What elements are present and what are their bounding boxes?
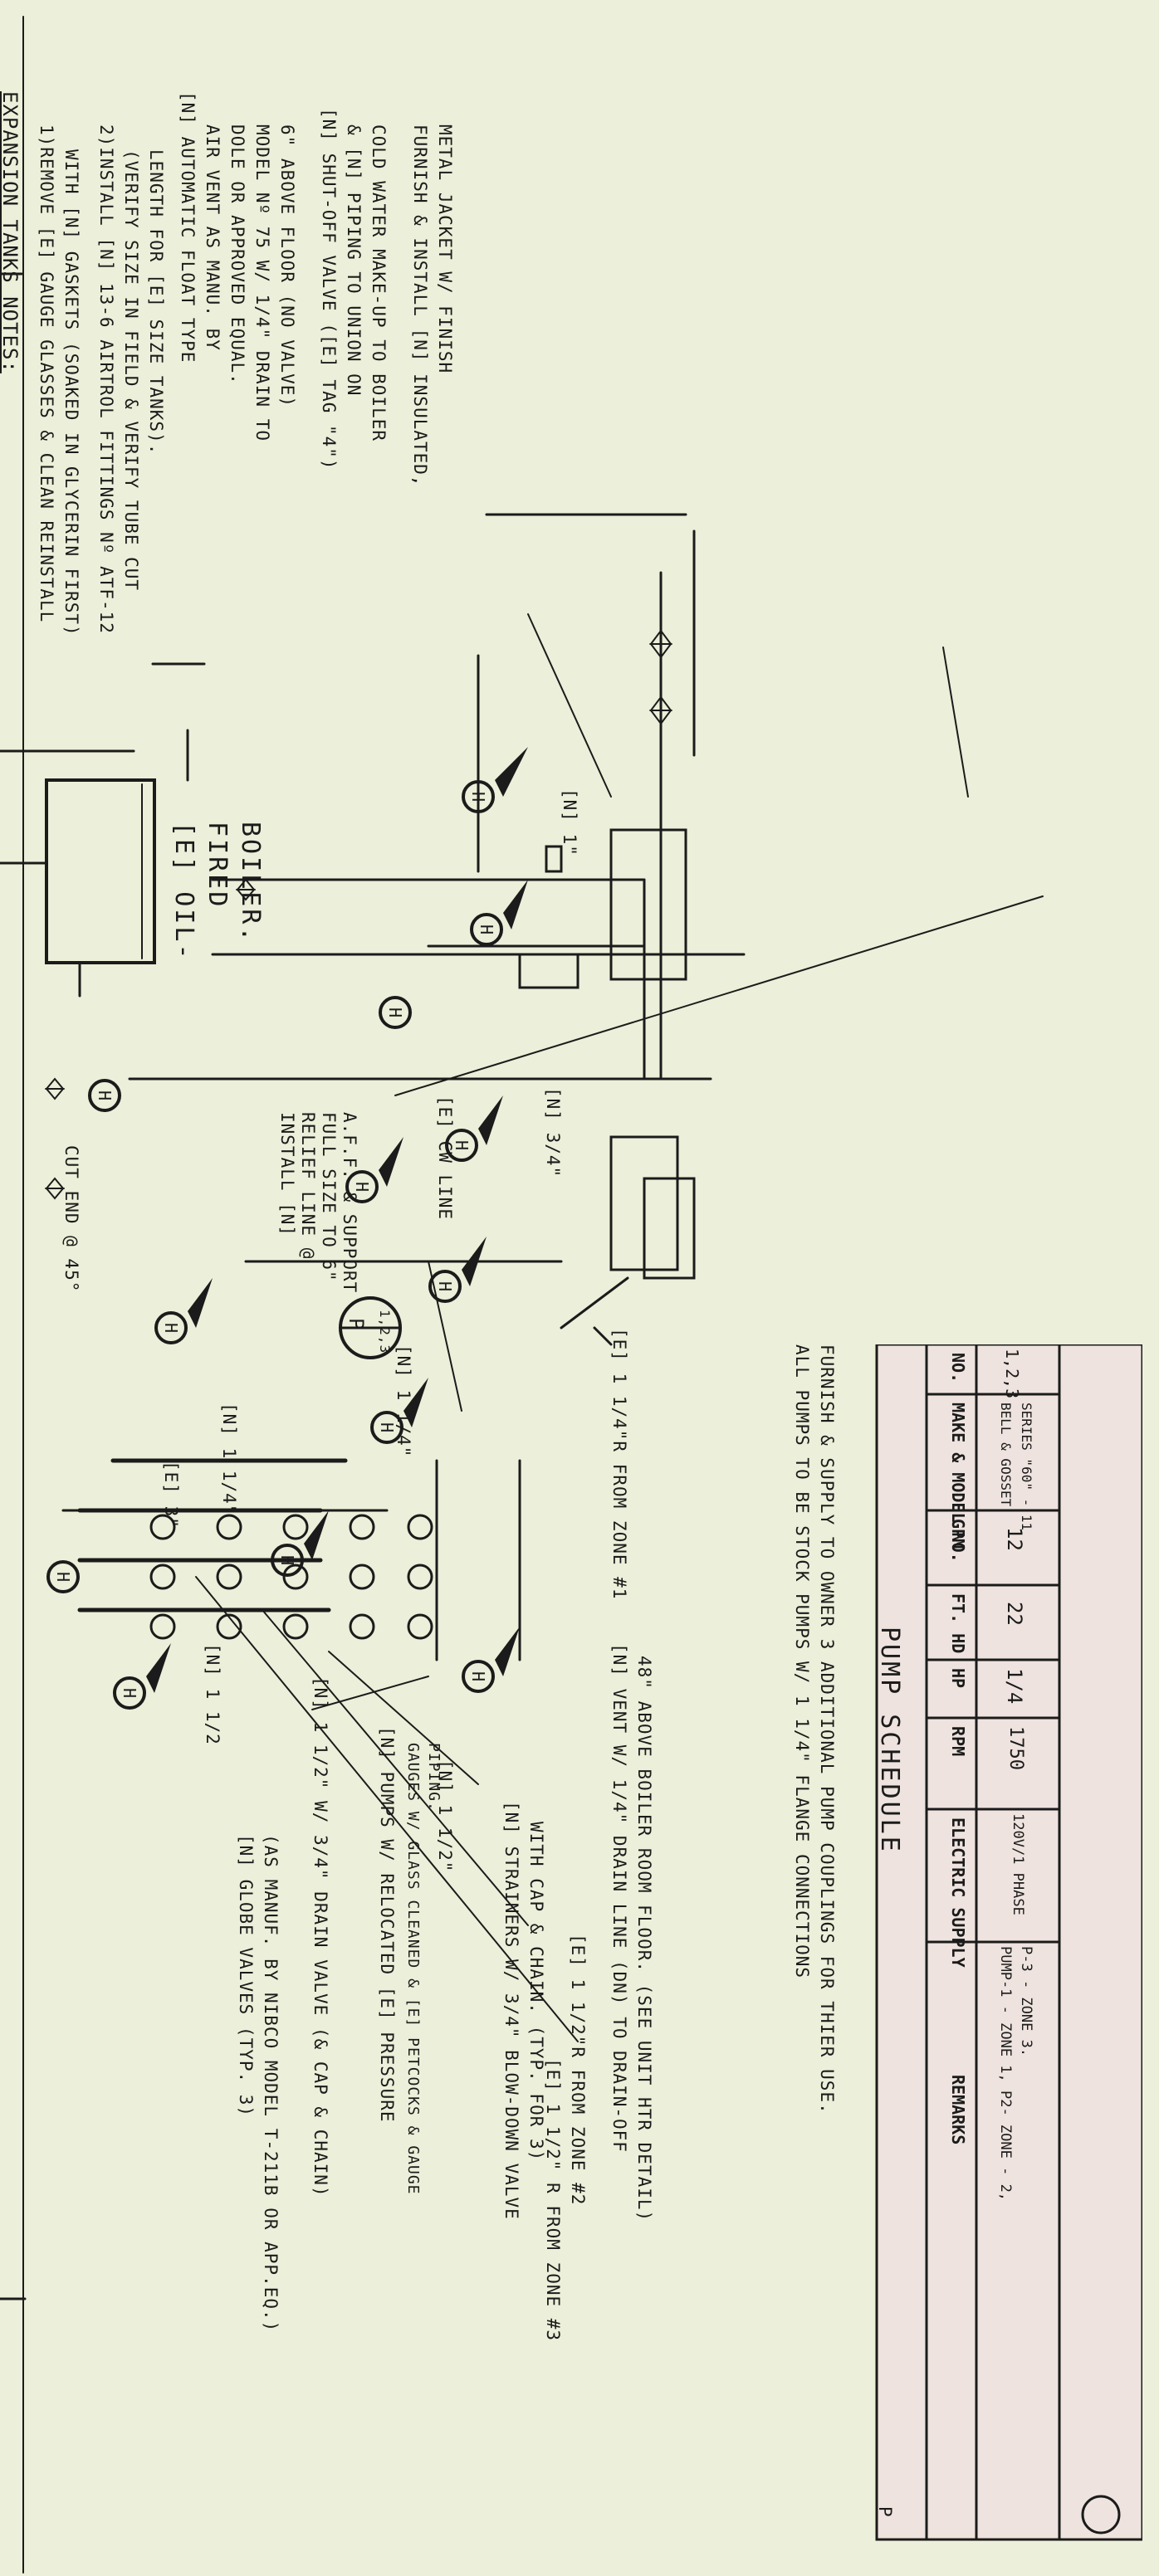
boiler-label-c: BOILER. (236, 822, 265, 944)
h-markers (46, 780, 503, 1710)
pump-schedule-table (875, 1344, 1142, 2541)
pump-tag-numbers: 1,2,3 (377, 1310, 393, 1354)
row-remarks-a: PUMP-1 - ZONE 1, P2- ZONE - 2, (997, 1946, 1014, 2202)
vent48-note-b: 48" ABOVE BOILER ROOM FLOOR. (SEE UNIT H… (634, 1656, 654, 2222)
boiler-label-a: [E] OIL- (169, 822, 198, 962)
pipe-size-n114a: [N] 1 1/4" (394, 1344, 413, 1458)
vent-note-d: MODEL Nº 75 W/ 1/4" DRAIN TO (252, 124, 272, 442)
expansion-note-1a: 1)REMOVE [E] GAUGE GLASSES & CLEAN REINS… (37, 124, 56, 623)
col-hp: HP (948, 1668, 968, 1689)
schedule-note-a: ALL PUMPS TO BE STOCK PUMPS W/ 1 1/4" FL… (792, 1344, 812, 1979)
row-no: 1,2,3 (1002, 1349, 1022, 1399)
jacket-note-a: FURNISH & INSTALL [N] INSULATED, (410, 124, 430, 487)
boiler-outline (45, 778, 156, 964)
pipe-size-n1: [N] 1" (560, 788, 580, 856)
h-marker-letter: H (277, 1555, 297, 1565)
return-zone2: [E] 1 1/2"R FROM ZONE #2 (568, 1934, 588, 2206)
vent-note-e: 6" ABOVE FLOOR (NO VALVE) (277, 124, 297, 408)
h-marker-letter: H (452, 1140, 472, 1150)
h-marker-letter: H (53, 1572, 73, 1582)
vent-note-c: DOLE OR APPROVED EQUAL. (227, 124, 247, 385)
relief-note-d: A.F.F. & SUPPORT (340, 1112, 359, 1294)
col-gpm: GPM (948, 1519, 968, 1549)
shutoff-note-c: COLD WATER MAKE-UP TO BOILER (369, 124, 389, 442)
expansion-note-1b: WITH [N] GASKETS (SOAKED IN GLYCERIN FIR… (61, 149, 81, 637)
row-model: SERIES "60" - 11 (1019, 1403, 1034, 1531)
col-remarks: REMARKS (948, 2075, 968, 2145)
col-supply: ELECTRIC SUPPLY (948, 1817, 968, 1968)
row-supply: 120V/1 PHASE (1010, 1813, 1026, 1915)
pipe-size-n34: [N] 3/4" (543, 1087, 563, 1178)
row-hp: 1/4 (1003, 1668, 1026, 1705)
strainer-note-b: WITH CAP & CHAIN. (TYP. FOR 3) (526, 1822, 546, 2162)
jacket-note-b: METAL JACKET W/ FINISH (435, 124, 455, 374)
vent-note-b: AIR VENT AS MANU. BY (203, 124, 223, 351)
schedule-title: PUMP SCHEDULE (875, 1627, 904, 1854)
pipe-size-n112b: [N] 1 1/2 (203, 1643, 223, 1745)
h-marker-letter: H (161, 1323, 181, 1333)
row-fthd: 22 (1003, 1602, 1026, 1626)
col-fthd: FT. HD (948, 1593, 968, 1654)
expansion-note-2b: (VERIFY SIZE IN FIELD & VERIFY TUBE CUT (121, 149, 141, 592)
relief-note-a: INSTALL [N] (277, 1112, 297, 1237)
row-remarks-b: P-3 - ZONE 3. (1018, 1946, 1034, 2057)
h-marker-letter: H (95, 1090, 115, 1100)
schedule-note-b: FURNISH & SUPPLY TO OWNER 3 ADDITIONAL P… (817, 1344, 837, 2115)
leader-lines (195, 613, 1044, 2042)
pipe-size-e3: [E] 3" (161, 1461, 181, 1529)
shutoff-note-a: [N] SHUT-OFF VALVE ([E] TAG "4") (319, 108, 339, 471)
globe-note-a: [N] GLOBE VALVES (TYP. 3) (236, 1834, 256, 2118)
h-marker-letter: H (385, 1007, 405, 1017)
expansion-note-2c: LENGTH FOR [E] SIZE TANKS). (146, 149, 166, 456)
expansion-tank-1 (609, 828, 687, 981)
cw-line-label: [E] CW LINE (435, 1095, 455, 1221)
h-marker-letter: H (377, 1422, 397, 1432)
pump-tag-letter: P (345, 1318, 368, 1331)
vent-note-a: [N] AUTOMATIC FLOAT TYPE (178, 91, 198, 363)
valves (44, 629, 672, 1200)
schedule-badge: P (875, 2506, 895, 2518)
row-rpm: 1750 (1005, 1726, 1026, 1770)
expansion-tank-3 (643, 1177, 696, 1280)
boiler-label-b: FIRED (203, 822, 232, 910)
h-marker-letter: H (468, 792, 488, 802)
col-no: NO. (948, 1353, 968, 1383)
expansion-note-2a: 2)INSTALL [N] 13-6 AIRTROL FITTINGS Nº A… (96, 124, 116, 634)
pumps-note-c: PIPING. (425, 1743, 443, 1812)
expansion-notes-title: EXPANSION TANKS NOTES: (0, 91, 22, 373)
drain-note: [N] 1 1/2" W/ 3/4" DRAIN VALVE (& CAP & … (311, 1676, 330, 2198)
return-zone3: [E] 1 1/2" R FROM ZONE #3 (543, 2058, 563, 2342)
pump-row-3 (149, 1613, 433, 1640)
row-gpm: 12 (1003, 1527, 1026, 1551)
globe-note-b: (AS MANUF. BY NIBCO MODEL T-211B OR APP.… (261, 1834, 281, 2333)
cut-end-label: CUT END @ 45° (61, 1145, 81, 1293)
strainer-note-a: [N] STRAINERS W/ 3/4" BLOW-DOWN VALVE (501, 1801, 521, 2220)
h-marker-letter: H (352, 1182, 372, 1192)
return-zone1: [E] 1 1/4"R FROM ZONE #1 (609, 1328, 629, 1600)
shutoff-note-b: & [N] PIPING TO UNION ON (344, 124, 364, 397)
vent48-note-a: [N] VENT W/ 1/4" DRAIN LINE (DN) TO DRAI… (609, 1643, 629, 2153)
col-rpm: RPM (948, 1726, 968, 1757)
h-marker-letter: H (477, 925, 496, 934)
pumps-note-a: [N] PUMPS W/ RELOCATED [E] PRESSURE (377, 1726, 397, 2123)
h-marker-flags (146, 747, 528, 1693)
h-marker-letter: H (120, 1688, 139, 1698)
relief-note-b: RELIEF LINE @ (298, 1112, 318, 1260)
row-make: BELL & GOSSET (998, 1403, 1014, 1507)
relief-note-c: FULL SIZE TO 6" (319, 1112, 339, 1282)
pump-row-1 (149, 1514, 433, 1540)
pumps-note-b: GAUGES W/ GLASS CLEANED & [E] PETCOCKS &… (404, 1743, 422, 2195)
h-marker-letter: H (435, 1281, 455, 1291)
pump-row-2 (149, 1564, 433, 1590)
pipe-size-n114b: [N] 1 1/4" (219, 1403, 239, 1516)
h-marker-letter: H (468, 1671, 488, 1681)
